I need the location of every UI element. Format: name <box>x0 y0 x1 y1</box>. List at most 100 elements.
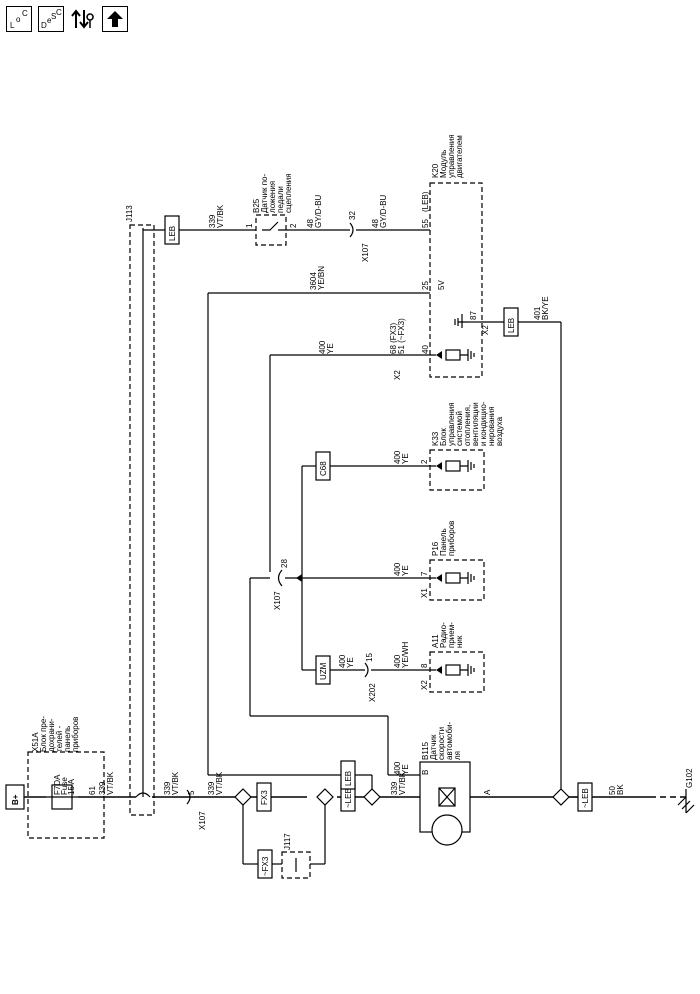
ground-g102-label: G102 <box>685 768 694 788</box>
j113-splice-pack <box>129 224 155 816</box>
k20-desc-1: Модуль <box>439 150 448 178</box>
wire-339-b-num: 339 <box>163 781 172 795</box>
j117-splice <box>281 851 311 879</box>
x202-connector <box>364 662 369 678</box>
x107-connector-5 <box>186 789 191 805</box>
wire-400-p16-num: 400 <box>393 562 402 576</box>
toolbar: L o C D e S C <box>6 6 128 32</box>
a11-desc-2: прием- <box>447 622 456 648</box>
p16-cluster-outline <box>429 559 485 601</box>
fuse-block-desc-2: телей - <box>55 725 64 752</box>
nleb-label-1: ~LEB <box>344 788 353 808</box>
b115-pin-b: B <box>421 770 430 775</box>
wire-48-a-color: GY/D-BU <box>314 194 323 228</box>
wire-48-b-color: GY/D-BU <box>379 194 388 228</box>
wire-339-c-color: VT/BK <box>215 771 224 795</box>
a11-radio-outline <box>429 651 485 693</box>
ecm-input-resistor <box>445 349 461 361</box>
fx3-tag <box>256 782 272 812</box>
x107-connector-28 <box>277 569 283 587</box>
split-diamond-1 <box>234 788 252 806</box>
wire-339-d-color: VT/BK <box>398 771 407 795</box>
k33-id: K33 <box>431 431 440 446</box>
k33-pin-2: 2 <box>420 459 429 464</box>
ecm-pin-55: 55 <box>421 219 430 228</box>
desc-c: C <box>56 8 62 17</box>
wire-400-k33-color: YE <box>401 453 410 464</box>
b25-switch-contact <box>262 221 286 231</box>
up-arrow-button[interactable] <box>102 6 128 32</box>
desc-d: D <box>41 21 47 30</box>
fx3-label: FX3 <box>260 790 269 805</box>
a11-desc-1: Радио- <box>439 622 448 648</box>
k33-resistor <box>445 460 461 472</box>
fuse-type: Fuse <box>60 777 69 795</box>
k33-ground-icon <box>460 460 475 472</box>
fuse-pin: 61 <box>88 786 97 795</box>
b25-desc-2: ложения <box>268 181 277 213</box>
nfx3-label: ~FX3 <box>261 856 270 876</box>
fuse-block-desc-3: панель <box>63 726 72 752</box>
k33-desc-8: воздуха <box>495 416 504 446</box>
wire-400-ecm-color: YE <box>326 343 335 354</box>
k20-desc-3: двигателем <box>455 135 464 178</box>
b25-pin-1: 1 <box>245 223 254 228</box>
b25-id: B25 <box>252 198 261 213</box>
nleb-label-2: ~LEB <box>581 788 590 808</box>
fuse-block-desc-1: дохрани- <box>47 718 56 752</box>
wire-400-p16-color: YE <box>401 565 410 576</box>
leb-label-b25: LEB <box>168 226 177 241</box>
fuse-block-outline <box>27 751 105 839</box>
b115-id: B115 <box>421 741 430 760</box>
fuse-block-desc-0: Блок пре- <box>39 716 48 752</box>
ecm-input-ground-icon <box>460 349 475 361</box>
wire-50-color: BK <box>616 784 625 795</box>
split-diamond-3 <box>363 788 381 806</box>
j117-label: J117 <box>283 833 292 850</box>
p16-ground-icon <box>460 572 475 584</box>
k33-desc-7: нирования <box>487 406 496 446</box>
b25-desc-1: Датчик по- <box>260 174 269 213</box>
j113-label: J113 <box>125 205 134 222</box>
wire-400-b115-num: 400 <box>393 761 402 775</box>
wire-48-b-num: 48 <box>371 219 380 228</box>
p16-resistor <box>445 572 461 584</box>
description-button[interactable]: D e S C <box>38 6 64 32</box>
p16-desc-1: Панель <box>439 528 448 556</box>
battery-label: B+ <box>11 794 20 805</box>
wire-339-b-color: VT/BK <box>171 771 180 795</box>
ecm-pin-87: 87 <box>469 311 478 320</box>
leb-label-ecm-ground: LEB <box>507 318 516 333</box>
location-button[interactable]: L o C <box>6 6 32 32</box>
k20-ecm-outline <box>429 182 483 378</box>
wire-3604-num: 3604 <box>309 272 318 290</box>
ecm-pin-leb: (LEB) <box>421 191 430 212</box>
b115-desc-2: скорости <box>437 727 446 760</box>
x107-label-a: X107 <box>198 811 207 830</box>
wire-400-a11-b-color: YE/WH <box>401 642 410 668</box>
a11-pin-8: 8 <box>420 663 429 668</box>
power-ground-icon[interactable] <box>70 6 96 32</box>
ecm-5v: 5V <box>437 280 446 290</box>
x107-pin-5: 5 <box>187 790 196 795</box>
ecm-ground-icon <box>454 314 468 328</box>
leb-label-b115: LEB <box>344 771 353 786</box>
wire-339-a-color: VT/BK <box>106 771 115 795</box>
split-diamond-2 <box>316 788 334 806</box>
b115-desc-3: автомоби- <box>445 721 454 760</box>
b115-tone-wheel <box>431 814 463 846</box>
ecm-pin-25: 25 <box>421 281 430 290</box>
k33-desc-3: системой <box>455 411 464 446</box>
wire-400-ecm-num: 400 <box>318 340 327 354</box>
wire-401-color: BK/YE <box>541 296 550 320</box>
fuse-name: F7DA <box>53 774 62 795</box>
b25-desc-3: педали <box>276 186 285 213</box>
wire-339-top-color: VT/BK <box>216 204 225 228</box>
wire-400-a11-a-color: YE <box>346 657 355 668</box>
wire-339-d-num: 339 <box>390 781 399 795</box>
k33-desc-1: Блок <box>439 428 448 446</box>
loc-l: L <box>10 21 15 30</box>
b115-desc-1: Датчик <box>429 734 438 760</box>
ground-g102-symbol <box>677 789 695 814</box>
